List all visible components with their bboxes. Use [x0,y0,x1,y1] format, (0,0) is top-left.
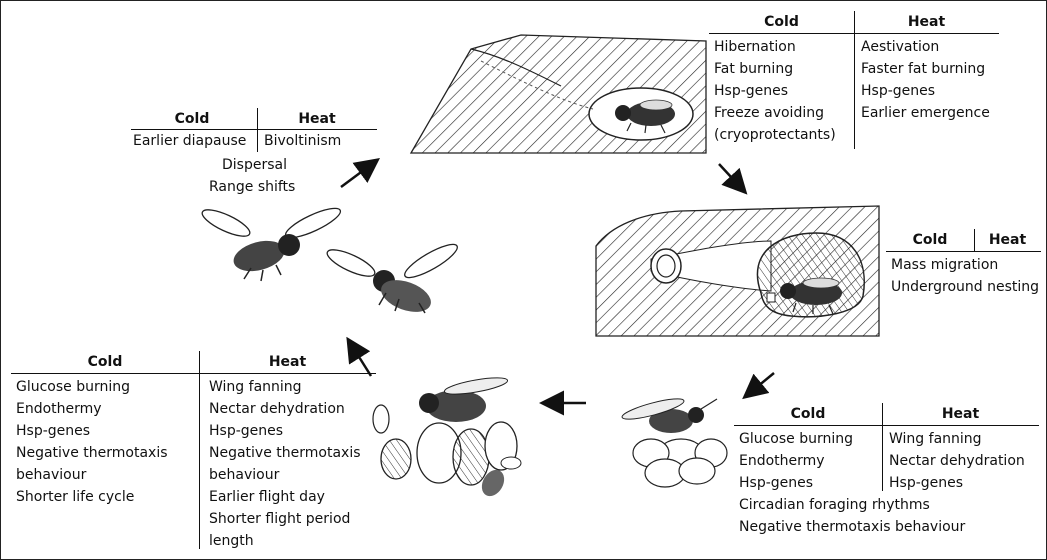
cold-item: Hibernation [714,36,836,58]
arrow-to-foraging [746,373,774,396]
arrow-to-nesting [719,164,744,191]
overwintering-table: Cold Heat Hibernation Fat burning Hsp-ge… [709,11,999,151]
heat-column: Wing fanning Nectar dehydration Hsp-gene… [209,376,361,552]
shared-item: Dispersal [222,154,287,176]
cold-column: Glucose burning Endothermy Hsp-genes Neg… [16,376,168,508]
foraging-bee-illustration [621,395,727,487]
table-rule [11,373,376,374]
heat-column: Bivoltinism [264,130,341,152]
cold-item: Endothermy [16,398,168,420]
heat-item: Hsp-genes [861,80,990,102]
cold-header: Cold [11,351,199,373]
heat-item: length [209,530,361,552]
heat-header: Heat [854,11,999,33]
heat-item: Nectar dehydration [889,450,1025,472]
table-rule [734,425,1039,426]
heat-column: Wing fanning Nectar dehydration Hsp-gene… [889,428,1025,494]
shared-item: Range shifts [209,176,295,198]
column-divider [882,403,883,491]
cold-header: Cold [734,403,882,425]
cold-item: Negative thermotaxis [16,442,168,464]
cold-column: Earlier diapause [133,130,246,152]
cold-item: Hsp-genes [739,472,853,494]
column-divider [974,229,975,251]
colony-nest-illustration [373,375,521,501]
nesting-table: Cold Heat Mass migration Underground nes… [886,229,1041,301]
table-rule [886,251,1041,252]
shared-item: Negative thermotaxis behaviour [739,516,965,538]
heat-header: Heat [199,351,376,373]
heat-item: Hsp-genes [889,472,1025,494]
heat-item: Hsp-genes [209,420,361,442]
cold-item: Shorter life cycle [16,486,168,508]
heat-item: Earlier flight day [209,486,361,508]
foraging-table: Cold Heat Glucose burning Endothermy Hsp… [734,403,1039,541]
heat-item: Wing fanning [889,428,1025,450]
column-divider [257,108,258,152]
heat-item: Wing fanning [209,376,361,398]
underground-nest-illustration [596,206,879,336]
flying-bee-2-icon [324,239,461,318]
heat-column: Aestivation Faster fat burning Hsp-genes… [861,36,990,124]
hibernation-burrow-illustration [411,35,706,153]
cold-item: Earlier diapause [133,130,246,152]
heat-item: Shorter flight period [209,508,361,530]
cold-item: behaviour [16,464,168,486]
colony-table: Cold Heat Glucose burning Endothermy Hsp… [11,351,376,551]
shared-item: Circadian foraging rhythms [739,494,930,516]
heat-item: Negative thermotaxis [209,442,361,464]
cold-item: Hsp-genes [16,420,168,442]
heat-item: Faster fat burning [861,58,990,80]
cold-item: Hsp-genes [714,80,836,102]
cold-item: Glucose burning [16,376,168,398]
heat-header: Heat [257,108,377,130]
cold-header: Cold [886,229,974,251]
cold-column: Hibernation Fat burning Hsp-genes Freeze… [714,36,836,146]
cold-header: Cold [127,108,257,130]
heat-item: Bivoltinism [264,130,341,152]
flying-bee-1-icon [199,203,344,281]
cold-column: Glucose burning Endothermy Hsp-genes [739,428,853,494]
shared-item: Mass migration [891,254,998,276]
column-divider [854,11,855,149]
heat-item: Earlier emergence [861,102,990,124]
heat-header: Heat [882,403,1039,425]
column-divider [199,351,200,549]
cold-item: Fat burning [714,58,836,80]
heat-item: behaviour [209,464,361,486]
shared-item: Underground nesting [891,276,1039,298]
cold-header: Cold [709,11,854,33]
cold-item: (cryoprotectants) [714,124,836,146]
cold-item: Endothermy [739,450,853,472]
cold-item: Freeze avoiding [714,102,836,124]
dispersal-table: Cold Heat Earlier diapause Bivoltinism D… [127,108,377,198]
cold-item: Glucose burning [739,428,853,450]
heat-item: Nectar dehydration [209,398,361,420]
heat-item: Aestivation [861,36,990,58]
heat-header: Heat [974,229,1041,251]
